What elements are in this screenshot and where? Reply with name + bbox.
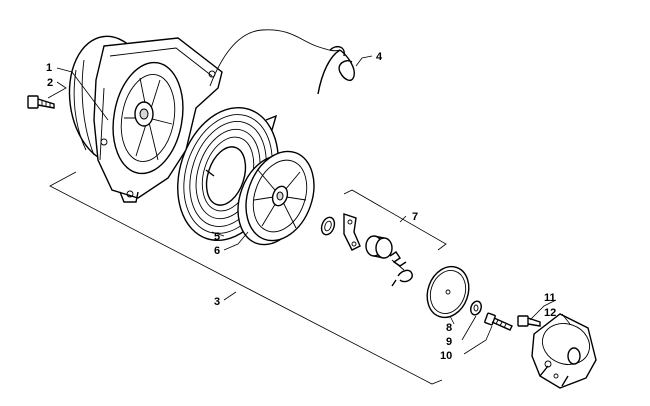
callout-12: 12: [544, 307, 556, 319]
callout-6: 6: [214, 245, 220, 257]
callout-11: 11: [544, 292, 556, 304]
leader-11: [529, 299, 557, 321]
housing-bolt: [27, 95, 55, 109]
leader-8: [449, 315, 455, 325]
leader-6: [223, 231, 249, 251]
leader-1: [56, 67, 109, 121]
callout-4: 4: [376, 51, 383, 63]
leader-7: [399, 215, 407, 223]
leader-12: [561, 313, 571, 325]
callout-1: 1: [46, 62, 52, 74]
starter-housing: [68, 35, 223, 203]
callout-8: 8: [446, 322, 452, 334]
callout-10: 10: [440, 350, 452, 362]
starter-rope: [209, 29, 355, 95]
ratchet-kit: [320, 213, 413, 287]
rope-pulley: [237, 150, 315, 246]
leader-2: [47, 81, 67, 99]
assembly-bracket-7: [343, 189, 447, 251]
callout-9: 9: [446, 336, 452, 348]
leader-4: [355, 55, 373, 67]
callout-3: 3: [214, 296, 220, 308]
assembly-bracket-3: [49, 171, 443, 385]
leader-9: [461, 315, 477, 341]
callout-7: 7: [412, 211, 418, 223]
cup-bolt: [517, 315, 541, 327]
leader-5: [211, 231, 225, 237]
center-screw: [484, 312, 513, 331]
starter-cup: [531, 313, 597, 389]
leader-3: [223, 291, 237, 301]
callout-2: 2: [47, 77, 53, 89]
leader-10: [463, 325, 493, 355]
friction-plate: [426, 265, 470, 319]
callout-5: 5: [214, 231, 220, 243]
small-washer: [470, 300, 482, 316]
